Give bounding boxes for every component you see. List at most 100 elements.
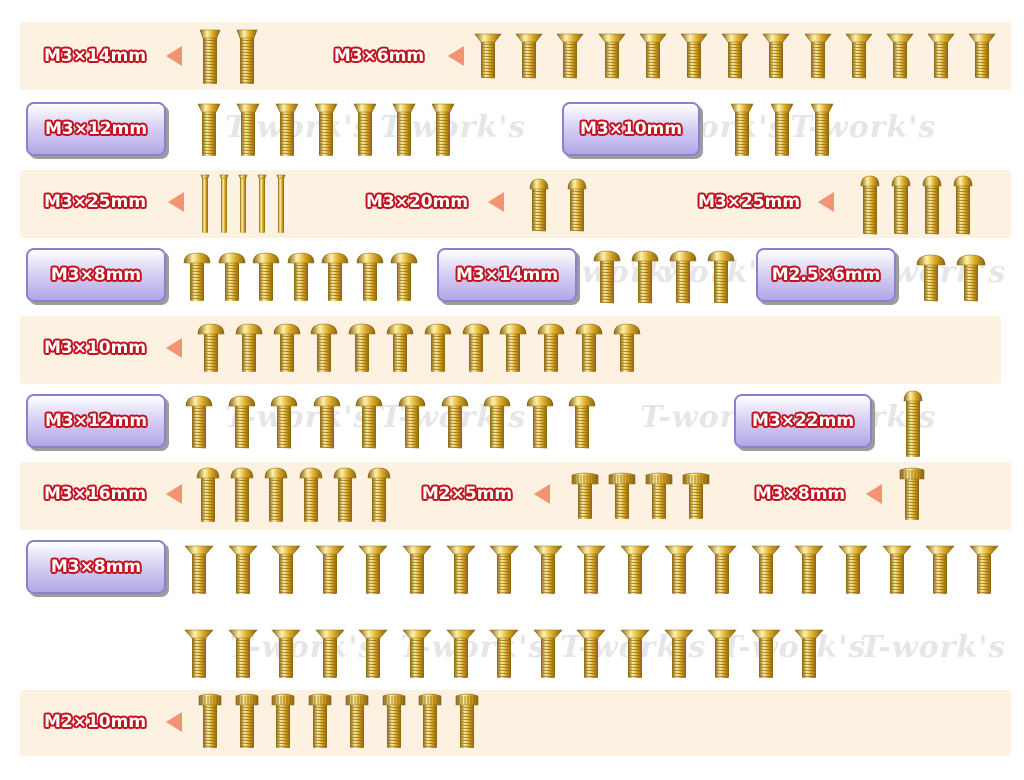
label-m3x8-cheese: M3×8mm <box>754 484 846 504</box>
flat-screw-icon <box>838 545 868 594</box>
pin-screw-icon <box>276 174 286 233</box>
flat-screw-icon <box>402 629 432 678</box>
flat-screw-icon <box>227 629 258 678</box>
pin-screw-icon <box>219 174 229 233</box>
cheese-screw-icon <box>198 693 222 748</box>
flat-screw-icon <box>845 33 873 79</box>
flat-screw-icon <box>663 629 694 678</box>
button-screw-icon <box>235 323 263 372</box>
button-screw-icon <box>569 395 596 449</box>
label-m2x5-cheese: M2×5mm <box>421 484 513 504</box>
flat-screw-icon <box>271 629 301 678</box>
button-screw-icon <box>526 395 554 449</box>
cheese-screw-icon <box>418 693 442 748</box>
pin-screw-icon <box>238 174 248 233</box>
button-screw-icon <box>593 250 621 304</box>
button-screw-icon <box>424 323 452 372</box>
cheese-screw-icon <box>308 693 332 748</box>
button-screw-icon <box>390 252 418 301</box>
button-screw-icon <box>669 250 697 304</box>
label-m3x8-button: M3×8mm <box>26 248 166 302</box>
arrow-icon <box>166 338 182 358</box>
flat-screw-icon <box>969 545 999 594</box>
flat-screw-icon <box>886 33 914 79</box>
arrow-icon <box>166 712 182 732</box>
flat-screw-icon <box>271 545 301 594</box>
flat-screw-icon <box>275 103 299 156</box>
label-m3x6-flat: M3×6mm <box>333 46 425 66</box>
label-m2-5x6-button: M2.5×6mm <box>756 248 896 302</box>
button-screw-icon <box>311 323 338 372</box>
flat-screw-icon <box>803 33 832 79</box>
flat-screw-icon <box>597 33 626 79</box>
arrow-icon <box>166 46 182 66</box>
cheese-screw-icon <box>382 693 405 748</box>
flat-screw-icon <box>620 629 650 678</box>
flat-screw-icon <box>794 545 825 594</box>
flat-screw-icon <box>762 33 790 79</box>
flat-screw-icon <box>680 33 708 79</box>
cheese-screw-icon <box>345 693 369 748</box>
label-m3x25-button: M3×25mm <box>697 192 801 212</box>
label-m3x8-flat: M3×8mm <box>26 540 166 594</box>
button-screw-icon <box>230 467 254 522</box>
flat-screw-icon <box>707 545 737 594</box>
button-screw-icon <box>500 323 527 372</box>
cheese-screw-icon <box>608 472 636 519</box>
cheese-screw-icon <box>645 472 673 519</box>
button-screw-icon <box>313 395 341 449</box>
flat-screw-icon <box>576 545 607 594</box>
button-screw-icon <box>197 323 225 372</box>
button-screw-icon <box>575 323 603 372</box>
button-screw-icon <box>265 467 288 522</box>
flat-screw-icon <box>199 29 221 84</box>
button-screw-icon <box>631 250 659 304</box>
flat-screw-icon <box>770 103 794 156</box>
flat-screw-icon <box>184 629 214 678</box>
label-m3x10-button: M3×10mm <box>43 338 147 358</box>
flat-screw-icon <box>445 629 476 678</box>
arrow-icon <box>866 484 882 504</box>
label-m2x10-cheese: M2×10mm <box>43 712 147 732</box>
button-screw-icon <box>367 467 391 522</box>
arrow-icon <box>168 192 184 212</box>
flat-screw-icon <box>489 629 519 678</box>
flat-screw-icon <box>533 545 563 594</box>
flat-screw-icon <box>314 103 338 156</box>
button-screw-icon <box>270 395 298 449</box>
flat-screw-icon <box>721 33 749 79</box>
arrow-icon <box>534 484 550 504</box>
button-screw-icon <box>273 323 300 372</box>
label-m3x20-button: M3×20mm <box>365 192 469 212</box>
row-band-3 <box>20 170 1011 238</box>
flat-screw-icon <box>392 103 416 156</box>
button-screw-icon <box>321 252 349 301</box>
flat-screw-icon <box>751 545 781 594</box>
flat-screw-icon <box>730 103 754 156</box>
button-screw-icon <box>953 175 973 235</box>
flat-screw-icon <box>197 103 221 156</box>
button-screw-icon <box>218 252 245 301</box>
label-m3x10-flat: M3×10mm <box>562 102 700 156</box>
flat-screw-icon <box>794 629 825 678</box>
button-screw-icon <box>299 467 322 522</box>
button-screw-icon <box>462 323 489 372</box>
cheese-screw-icon <box>899 467 925 520</box>
watermark-text: T-work's <box>860 630 1007 665</box>
arrow-icon <box>166 484 182 504</box>
button-screw-icon <box>567 178 587 232</box>
flat-screw-icon <box>663 545 694 594</box>
button-screw-icon <box>386 323 414 372</box>
arrow-icon <box>818 192 834 212</box>
button-screw-icon <box>398 395 426 449</box>
cheese-screw-icon <box>235 693 258 748</box>
cheese-screw-icon <box>272 693 295 748</box>
button-screw-icon <box>903 390 923 457</box>
flat-screw-icon <box>620 545 650 594</box>
button-screw-icon <box>537 323 565 372</box>
cheese-screw-icon <box>682 472 710 519</box>
button-screw-icon <box>916 254 946 302</box>
flat-screw-icon <box>810 103 834 156</box>
flat-screw-icon <box>315 629 345 678</box>
button-screw-icon <box>356 395 383 449</box>
